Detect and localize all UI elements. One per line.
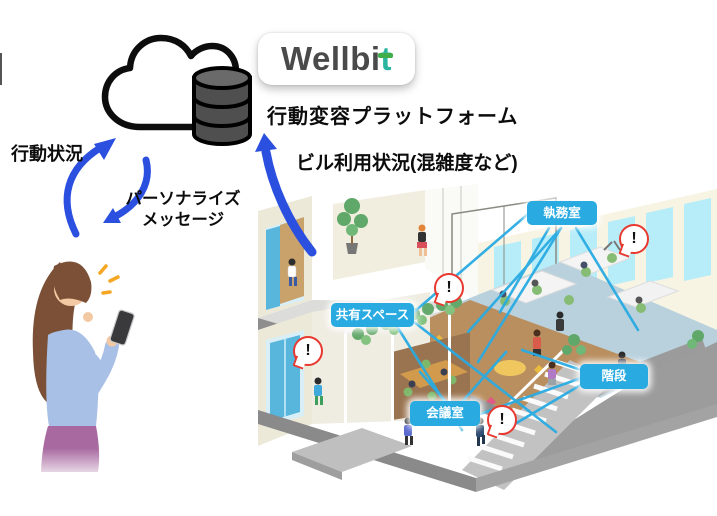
behavior-status-label: 行動状況 [11,144,83,164]
database-icon [192,66,252,146]
arrow-building-to-cloud [261,147,317,257]
building-usage-label: ビル利用状況(混雑度など) [296,153,518,174]
alert-bubble-office-window: ! [618,224,649,258]
personalized-message-label: パーソナライズ メッセージ [125,190,241,229]
flow-arrows [63,133,317,257]
room-label-office: 執務室 [527,201,597,225]
alert-bubble-lower-elevator: ! [292,336,323,370]
fade-overlay [28,448,114,492]
notification-sparks [98,264,120,295]
people [287,224,626,446]
alert-bubble-shared-space: ! [433,273,464,307]
smartphone [109,309,135,346]
room-label-stairs: 階段 [580,364,648,389]
room-label-shared-space: 共有スペース [331,303,414,327]
sensor-lines [396,212,640,436]
room-label-meeting-room: 会議室 [410,401,480,426]
small-plant [562,330,704,355]
arrow-cloud-to-user [112,156,151,220]
arrow-user-to-cloud [63,144,104,238]
logo-text-accent: t [377,40,393,78]
logo-plus-icon [377,53,393,58]
building-illustration [258,184,717,492]
platform-title: 行動変容プラットフォーム [267,106,519,128]
woman-illustration [32,261,135,472]
logo-text-main: Wellbi [280,40,381,77]
potted-plant [337,198,368,254]
edge-artifact [0,53,2,85]
upper-elevator-door [266,226,280,310]
alert-bubble-stairs: ! [486,405,517,439]
